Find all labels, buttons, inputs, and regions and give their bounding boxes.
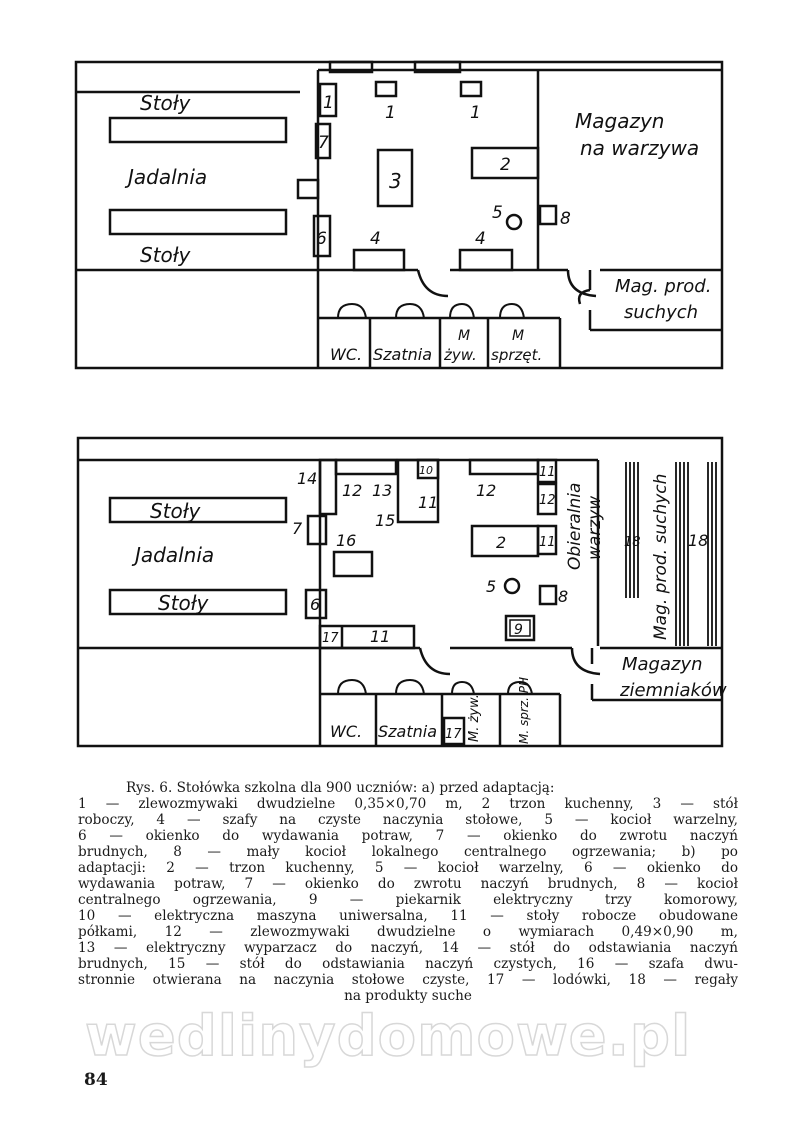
item-number: 9 (514, 622, 523, 638)
item-number: 3 (389, 169, 402, 193)
item-number: 11 (539, 535, 556, 550)
caption-line: 13 — elektryczny wyparzacz do naczyń, 14… (78, 940, 738, 956)
caption-line: 10 — elektryczna maszyna uniwersalna, 11… (78, 908, 738, 924)
room-label: Szatnia (373, 345, 432, 364)
item-number: 10 (419, 464, 433, 477)
item-number: 6 (310, 595, 320, 614)
item-number: 11 (539, 465, 556, 480)
room-label: Mag. prod. (615, 276, 711, 297)
room-label: sprzęt. (491, 346, 542, 364)
room-label: Magazyn (622, 654, 703, 675)
room-label: M. sprz. PH (517, 677, 531, 744)
caption-line: adaptacji: 2 — trzon kuchenny, 5 — kocio… (78, 860, 738, 876)
caption-line: stronnie otwierana na naczynia stołowe c… (78, 972, 738, 988)
item-number: 13 (372, 481, 392, 500)
item-number: 18 (688, 531, 708, 550)
table (108, 496, 288, 524)
item-number: 12 (342, 481, 362, 500)
table (108, 588, 288, 616)
item-number: 11 (418, 493, 438, 512)
item-number: 15 (375, 511, 395, 530)
item-number: 12 (539, 493, 556, 508)
item-number: 1 (385, 103, 396, 123)
room-label: Stoły (150, 499, 202, 523)
room-label: suchych (624, 302, 698, 323)
room-label: Mag. prod. suchych (651, 474, 671, 640)
outer-wall (74, 60, 724, 370)
room-label: Stoły (140, 91, 192, 115)
caption-line: roboczy, 4 — szafy na czyste naczynia st… (78, 812, 738, 828)
work-table (376, 148, 414, 208)
room-label: Magazyn (575, 109, 664, 133)
watermark: wedlinydomowe.pl (84, 1004, 692, 1069)
room-label: Stoły (158, 591, 210, 615)
item-number: 4 (370, 229, 381, 249)
table (108, 116, 288, 144)
page-number: 84 (84, 1070, 108, 1090)
item-number: 14 (297, 469, 317, 488)
caption-line: brudnych, 8 — mały kocioł lokalnego cent… (78, 844, 738, 860)
floor-plan-b: Stoły Jadalnia Stoły Obieralnia warzyw M… (76, 436, 727, 748)
room-label: Szatnia (378, 722, 437, 741)
caption-line: 6 — okienko do wydawania potraw, 7 — oki… (78, 828, 738, 844)
item-number: 7 (292, 519, 303, 538)
figure-caption: Rys. 6. Stołówka szkolna dla 900 uczniów… (78, 780, 738, 1004)
item-number: 16 (336, 531, 356, 550)
item-number: 6 (316, 229, 327, 249)
room-label: WC. (330, 345, 362, 364)
item-number: 2 (500, 155, 511, 175)
item-number: 4 (475, 229, 486, 249)
item-number: 8 (558, 587, 568, 606)
room-label: na warzywa (580, 136, 699, 160)
table (108, 208, 288, 236)
item-number: 2 (496, 533, 506, 552)
room-label: Jadalnia (131, 543, 214, 567)
item-number: 11 (370, 627, 390, 646)
room-label: warzyw (585, 496, 605, 560)
caption-line: Rys. 6. Stołówka szkolna dla 900 uczniów… (126, 780, 555, 796)
item-number: 17 (445, 727, 462, 742)
item-number: 5 (486, 577, 496, 596)
room-label: żyw. (443, 346, 477, 364)
caption-line: centralnego ogrzewania, 9 — piekarnik el… (78, 892, 738, 908)
item-number: 7 (318, 133, 329, 153)
item-number: 8 (560, 209, 571, 229)
item-number: 1 (470, 103, 481, 123)
caption-line: brudnych, 15 — stół do odstawiania naczy… (78, 956, 738, 972)
room-label: M (458, 328, 470, 344)
floor-plan-a: Stoły Jadalnia Stoły Magazyn na warzywa … (74, 60, 724, 370)
room-label: WC. (330, 722, 362, 741)
item-number: 1 (323, 93, 334, 113)
caption-line: wydawania potraw, 7 — okienko do zwrotu … (78, 876, 738, 892)
room-label: Stoły (140, 243, 192, 267)
room-label: ziemniaków (619, 680, 727, 701)
item-number: 17 (322, 631, 339, 646)
item-number: 12 (476, 481, 496, 500)
room-label: M (512, 328, 524, 344)
room-label: Jadalnia (124, 165, 207, 189)
room-label: M. żyw. (467, 694, 482, 742)
caption-line: na produkty suche (344, 988, 472, 1004)
outer-wall (76, 436, 724, 748)
caption-line: półkami, 12 — zlewozmywaki dwudzielne o … (78, 924, 738, 940)
caption-line: 1 — zlewozmywaki dwudzielne 0,35×0,70 m,… (78, 796, 738, 812)
item-number: 5 (492, 203, 503, 223)
room-label: Obieralnia (565, 483, 585, 570)
item-number: 18 (624, 535, 641, 550)
